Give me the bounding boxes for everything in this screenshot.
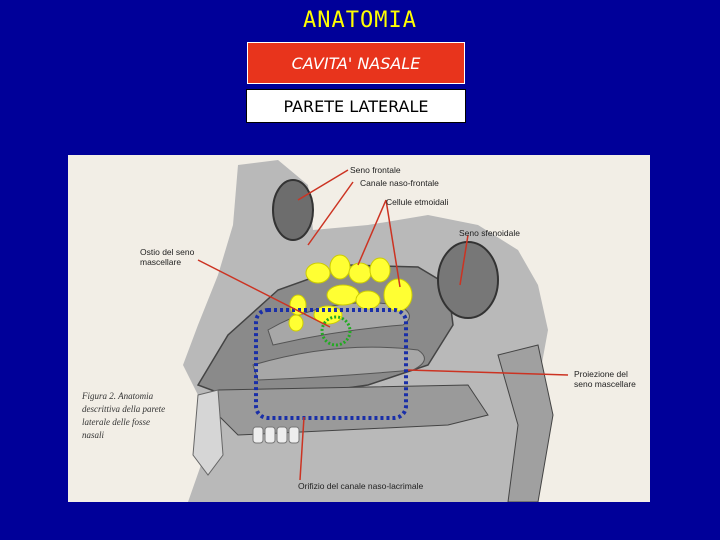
label-proiezione-seno: Proiezione del seno mascellare <box>574 369 636 389</box>
label-seno-frontale: Seno frontale <box>350 165 401 175</box>
label-seno-sfenoidale: Seno sfenoidale <box>459 228 520 238</box>
upper-lip <box>192 389 224 476</box>
slide-title: ANATOMIA <box>303 8 417 33</box>
subtitle-box: CAVITA' NASALE <box>247 42 465 84</box>
teeth <box>252 426 300 444</box>
nasal-cavity-illustration <box>183 160 569 502</box>
inferior-turbinate <box>252 346 425 381</box>
section-box: PARETE LATERALE <box>246 89 466 123</box>
sphenoid-sinus-shape <box>437 241 499 319</box>
label-orifizio-canale: Orifizio del canale naso-lacrimale <box>298 481 424 491</box>
anatomy-figure: Seno frontale Canale naso-frontale Cellu… <box>68 155 650 502</box>
maxillary-projection-marker <box>254 308 408 420</box>
pharynx <box>497 344 554 502</box>
frontal-sinus-shape <box>272 179 314 241</box>
ethmoid-cells-highlight <box>288 254 413 332</box>
label-ostio-seno-mascellare: Ostio del seno mascellare <box>140 247 195 267</box>
label-cellule-etmoidali: Cellule etmoidali <box>386 197 449 207</box>
ostium-marker <box>320 315 352 347</box>
pointer-lines <box>197 169 569 481</box>
figure-caption: Figura 2. Anatomia descrittiva della par… <box>82 391 166 440</box>
label-canale-naso-frontale: Canale naso-frontale <box>360 178 439 188</box>
